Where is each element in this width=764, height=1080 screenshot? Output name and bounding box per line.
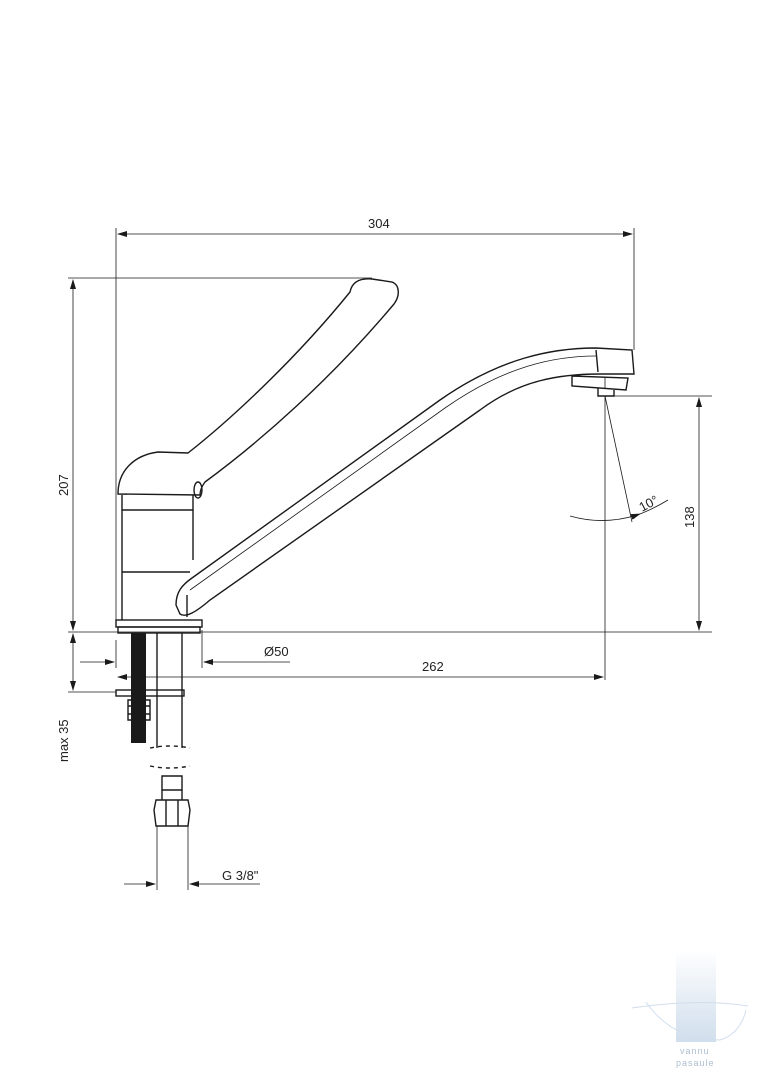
watermark-logo: vannu pasaule: [631, 950, 749, 1068]
faucet-body: [115, 278, 635, 827]
spout: [175, 347, 635, 616]
dim-spout-height: 138: [682, 506, 697, 528]
watermark-text-1: vannu: [680, 1046, 710, 1056]
dim-base-diameter: Ø50: [264, 644, 289, 659]
dim-spout-reach: 262: [422, 659, 444, 674]
dim-connection-thread: G 3/8": [222, 868, 259, 883]
dim-max-mount: max 35: [56, 719, 71, 762]
dim-total-height: 207: [56, 474, 71, 496]
body-cylinder: [121, 510, 194, 620]
mounting-stud: [131, 633, 146, 743]
watermark-text-2: pasaule: [676, 1058, 715, 1068]
dimension-labels: 304 207 138 Ø50 262 max 35 G 3/8" 10°: [56, 216, 697, 883]
base-gasket: [117, 626, 201, 634]
hose-connector-upper: [161, 775, 183, 791]
lever-pivot-cap: [193, 481, 203, 499]
body-cylinder-upper: [121, 495, 194, 511]
dim-swivel-angle: 10°: [636, 492, 660, 514]
mounting-washer: [115, 689, 185, 697]
dimension-lines: [68, 228, 712, 890]
dim-overall-width: 304: [368, 216, 390, 231]
base-plate: [115, 619, 203, 628]
aerator: [571, 375, 629, 391]
mounting-nut: [127, 699, 151, 721]
hose-connector-nut: [153, 799, 191, 827]
lever-handle: [117, 278, 399, 496]
